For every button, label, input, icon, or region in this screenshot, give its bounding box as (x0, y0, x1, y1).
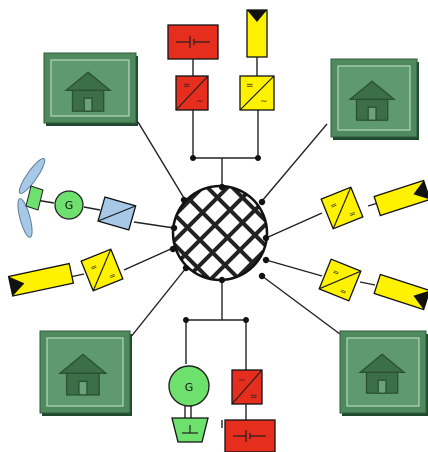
battery-bottom (224, 419, 276, 452)
wind-turbine (17, 158, 46, 238)
svg-text:=: = (246, 81, 254, 91)
connection-nodes (169, 155, 270, 323)
wiring (35, 110, 379, 428)
generator-label: G (65, 199, 74, 212)
svg-text:=: = (183, 81, 191, 91)
svg-text:=: = (338, 286, 348, 297)
converter-dc-dc-left-yellow: = = (80, 248, 124, 292)
battery-icon (176, 36, 210, 48)
converter-ac-dc-bottom-red: ~ = (231, 369, 263, 405)
solar-panel-top (246, 9, 268, 58)
svg-text:=: = (329, 200, 339, 211)
svg-text:=: = (250, 392, 258, 402)
converter-dc-ac-top-red: = ~ (175, 75, 209, 111)
grid-hub (171, 184, 269, 282)
converter-dc-ac-top-yellow: = ~ (239, 75, 275, 111)
converter-ac-dc-left-blue (97, 196, 137, 231)
solar-panel-right-lower (373, 273, 428, 311)
svg-text:=: = (348, 209, 358, 220)
svg-text:~: ~ (260, 97, 268, 107)
svg-text:=: = (89, 262, 99, 273)
svg-text:=: = (108, 271, 118, 282)
battery-top (167, 24, 219, 60)
svg-text:=: = (331, 267, 341, 278)
house-top-left (43, 52, 138, 126)
battery-icon (233, 430, 266, 442)
generator-bottom: G (168, 365, 210, 418)
converter-dc-dc-right-upper-yellow: = = (320, 186, 364, 230)
house-top-right (330, 58, 419, 140)
solar-panel-right-upper (373, 179, 428, 217)
wind-generator: G (54, 190, 84, 220)
solar-panel-left (7, 262, 75, 297)
generator-label: G (185, 381, 194, 394)
house-bottom-right (339, 330, 428, 416)
converter-dc-dc-right-lower-yellow: = = (318, 258, 362, 302)
fuel-tank-icon (171, 417, 209, 443)
svg-text:~: ~ (238, 376, 246, 386)
svg-text:~: ~ (196, 97, 204, 107)
house-bottom-left (39, 330, 132, 416)
